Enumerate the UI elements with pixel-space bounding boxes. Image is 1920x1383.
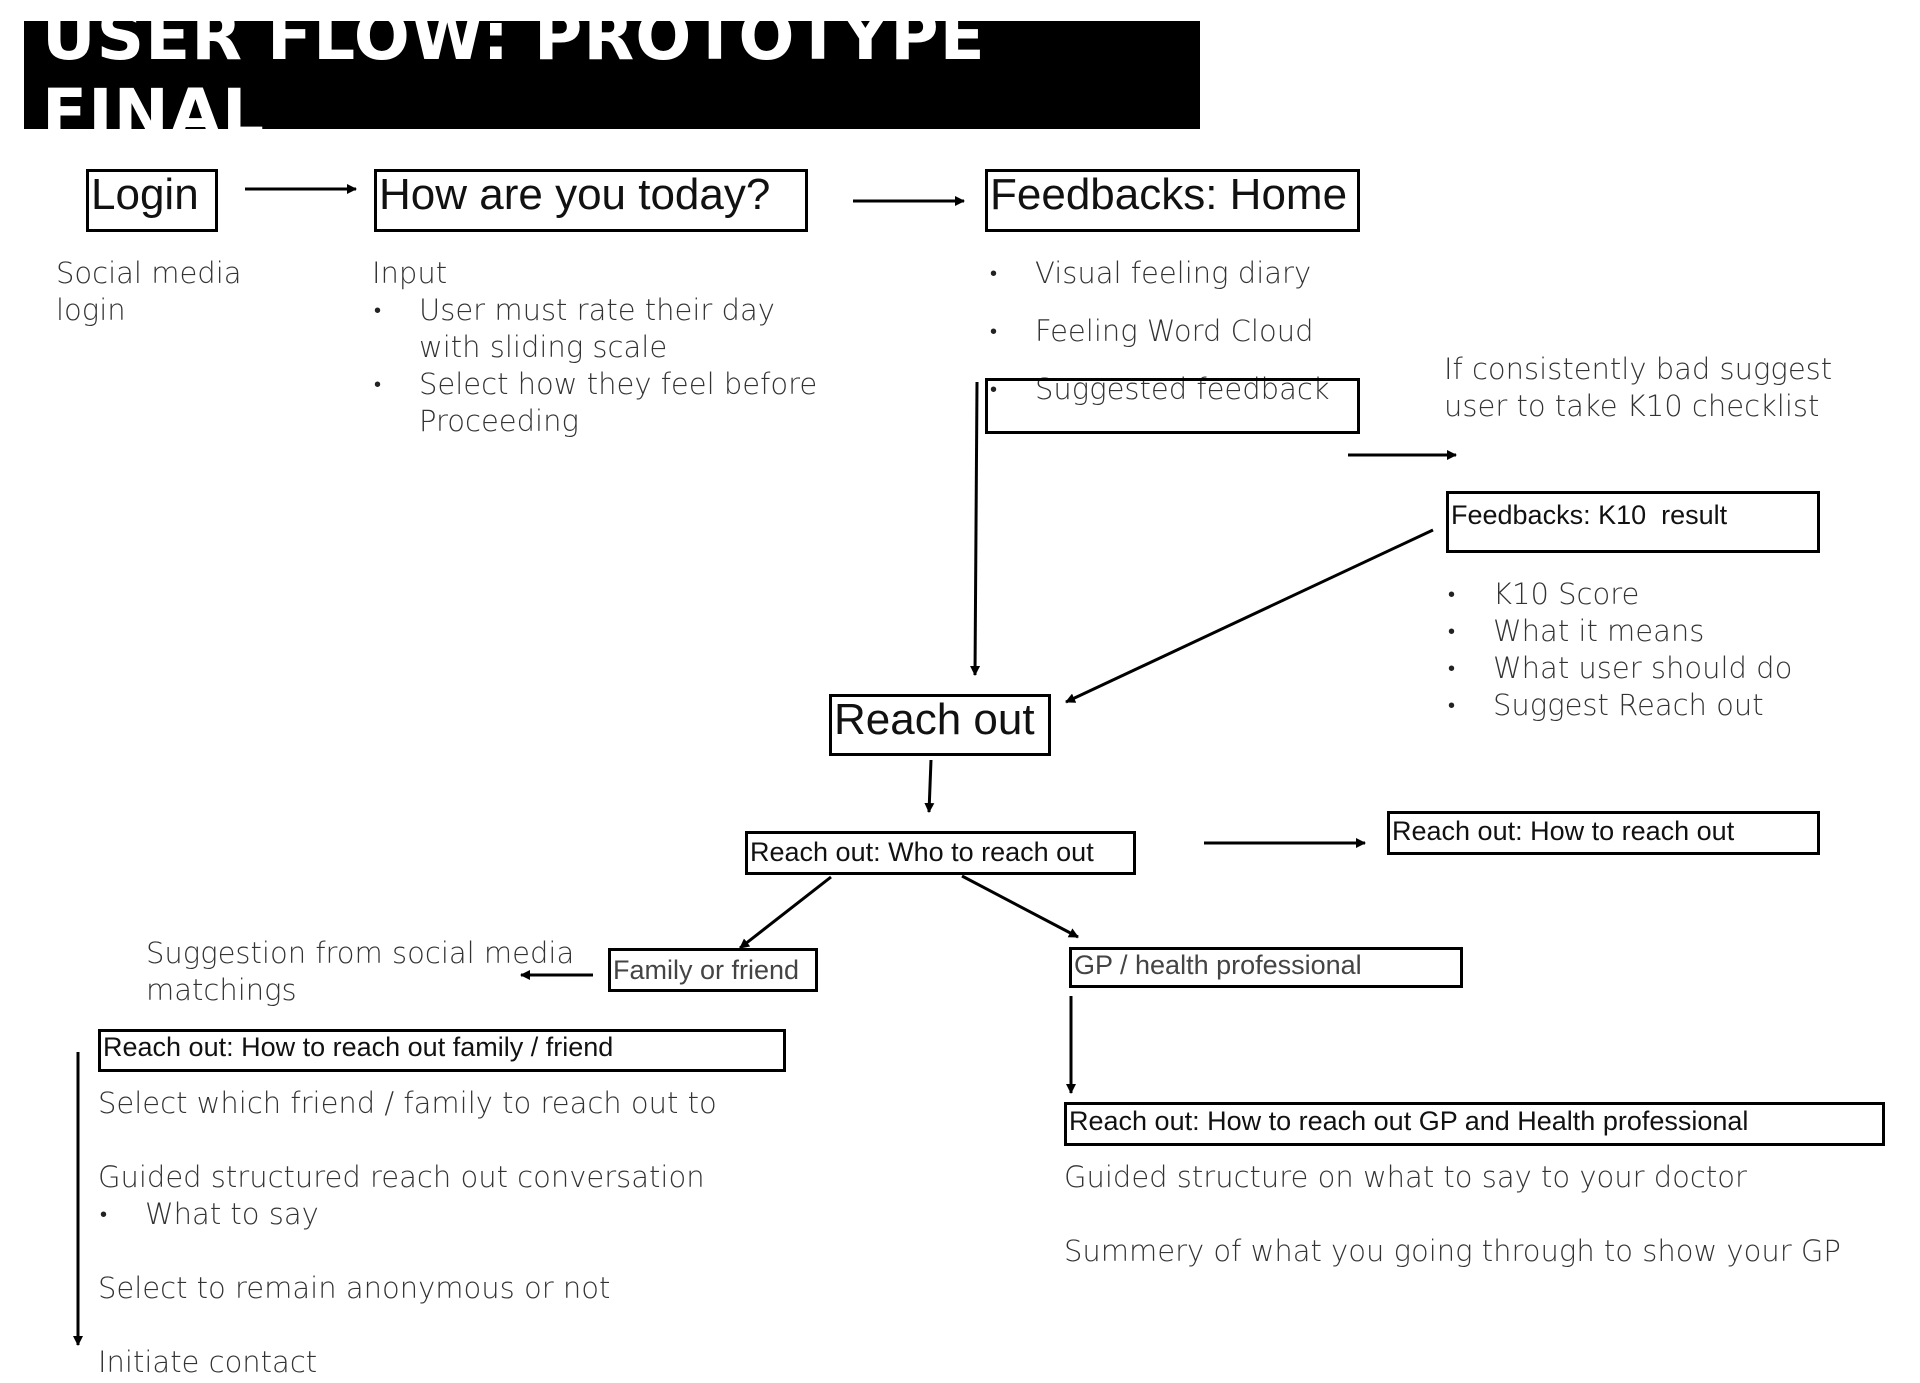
- suggestion-line: Suggestion from social media: [146, 936, 575, 970]
- family-step: Select to remain anonymous or not: [98, 1271, 611, 1305]
- login-note-line: Social media: [56, 256, 242, 290]
- arrow-reach-out-to-who: [924, 759, 935, 813]
- reach-out-who-box: Reach out: Who to reach out: [745, 831, 1136, 875]
- social-media-suggestion: Suggestion from social media matchings: [146, 935, 574, 1009]
- k10-result-list: K10 Score What it means What user should…: [1446, 576, 1792, 724]
- how-today-list: User must rate their day with sliding sc…: [372, 292, 839, 440]
- how-are-you-today-box: How are you today?: [374, 169, 808, 232]
- list-item: User must rate their day with sliding sc…: [372, 292, 839, 366]
- login-note: Social media login: [56, 255, 242, 329]
- family-step-bullets: What to say: [98, 1196, 717, 1233]
- family-step-group: Guided structured reach out conversation…: [98, 1159, 717, 1233]
- login-note-line: login: [56, 293, 126, 327]
- input-label: Input: [372, 256, 448, 290]
- feedbacks-home-list: Visual feeling diary Feeling Word Cloud …: [988, 255, 1330, 429]
- gp-health-professional-box: GP / health professional: [1069, 947, 1463, 988]
- k10-suggestion-note: If consistently bad suggest user to take…: [1444, 351, 1832, 425]
- list-item: Select how they feel before Proceeding: [372, 366, 839, 440]
- how-today-notes: Input User must rate their day with slid…: [372, 255, 839, 440]
- list-item: What to say: [98, 1196, 717, 1233]
- reach-out-how-box: Reach out: How to reach out: [1387, 811, 1820, 855]
- list-item: Feeling Word Cloud: [988, 313, 1330, 350]
- arrow-feedbacks-to-reach-out: [970, 381, 981, 676]
- gp-step: Guided structure on what to say to your …: [1064, 1160, 1747, 1194]
- list-item: K10 Score: [1446, 576, 1792, 613]
- list-item: Suggest Reach out: [1446, 687, 1792, 724]
- suggested-feedback-box: [985, 378, 1360, 434]
- arrow-who-to-gp: [961, 874, 1079, 939]
- list-item: What it means: [1446, 613, 1792, 650]
- diagram-title: USER FLOW: PROTOTYPE FINAL: [24, 0, 1200, 152]
- list-item: What user should do: [1446, 650, 1792, 687]
- reach-out-family-box: Reach out: How to reach out family / fri…: [98, 1029, 786, 1072]
- gp-step: Summery of what you going through to sho…: [1064, 1234, 1841, 1268]
- gp-steps: Guided structure on what to say to your …: [1064, 1159, 1841, 1270]
- family-steps: Select which friend / family to reach ou…: [98, 1085, 717, 1381]
- feedbacks-k10-box: Feedbacks: K10 result: [1446, 491, 1820, 553]
- reach-out-gp-box: Reach out: How to reach out GP and Healt…: [1064, 1102, 1885, 1146]
- login-box: Login: [86, 169, 218, 232]
- feedbacks-home-box: Feedbacks: Home: [985, 169, 1360, 232]
- k10-note-line: If consistently bad suggest: [1444, 352, 1833, 386]
- suggestion-line: matchings: [146, 973, 297, 1007]
- list-item: Visual feeling diary: [988, 255, 1330, 292]
- reach-out-box: Reach out: [829, 694, 1051, 756]
- family-step: Guided structured reach out conversation: [98, 1160, 705, 1194]
- arrow-who-to-family: [739, 875, 832, 950]
- family-step: Select which friend / family to reach ou…: [98, 1086, 717, 1120]
- family-or-friend-box: Family or friend: [608, 948, 818, 992]
- arrow-k10-to-reach-out: [1065, 528, 1434, 704]
- family-step: Initiate contact: [98, 1345, 318, 1379]
- k10-note-line: user to take K10 checklist: [1444, 389, 1820, 423]
- list-item: Suggested feedback: [988, 371, 1330, 408]
